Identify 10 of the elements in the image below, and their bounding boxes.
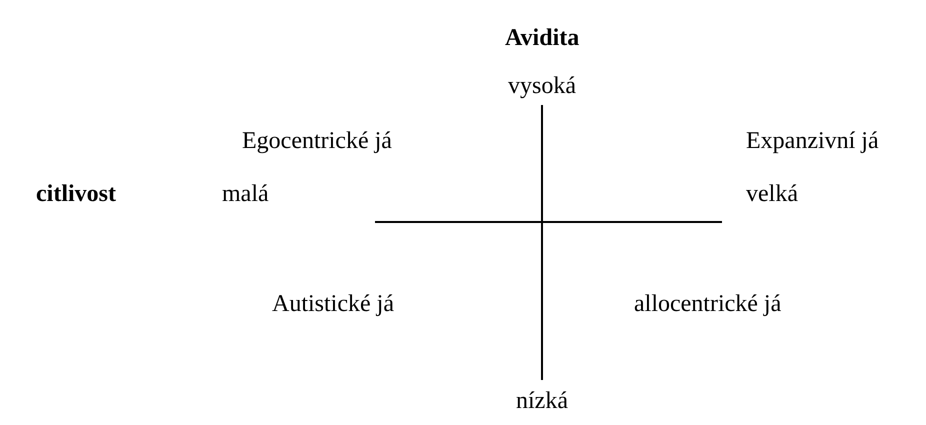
- quadrant-label: allocentrické já: [634, 290, 782, 318]
- axis-label: vysoká: [508, 72, 576, 100]
- axis-title: Avidita: [505, 24, 580, 52]
- quadrant-label: Expanzivní já: [746, 127, 879, 155]
- axis-label: velká: [746, 180, 798, 208]
- axis-label: malá: [222, 180, 269, 208]
- axis-label: nízká: [516, 387, 568, 415]
- axis-title: citlivost: [36, 180, 116, 208]
- quadrant-label: Egocentrické já: [242, 127, 392, 155]
- quadrant-label: Autistické já: [272, 290, 394, 318]
